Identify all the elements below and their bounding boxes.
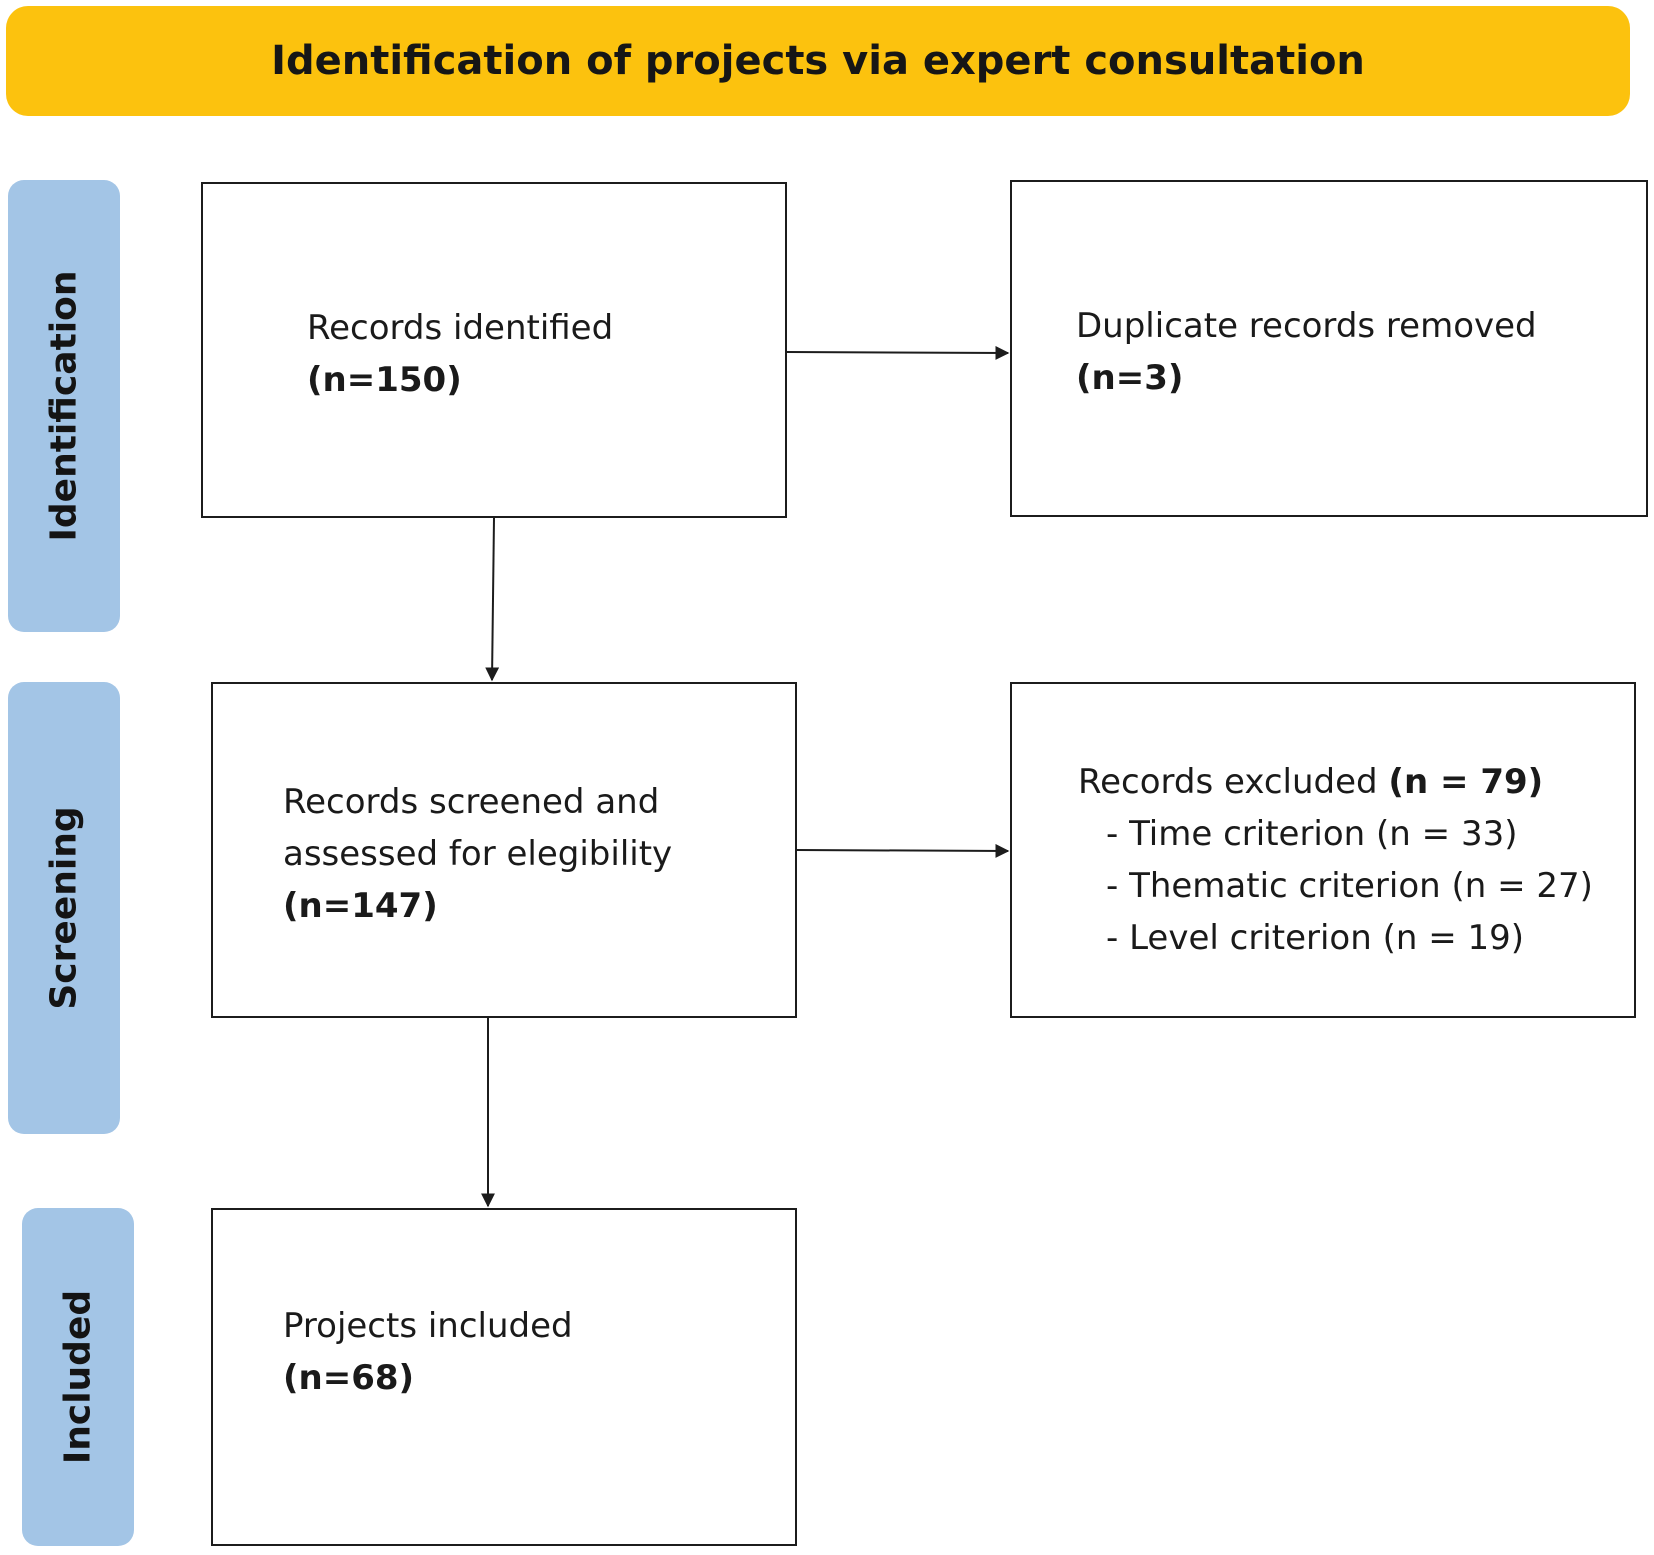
records-screened-count: (n=147) <box>283 886 438 926</box>
diagram-title: Identification of projects via expert co… <box>271 38 1365 84</box>
records-identified-label: Records identified <box>307 308 614 348</box>
records-identified-count: (n=150) <box>307 360 462 400</box>
exclusion-reason-time: - Time criterion (n = 33) <box>1106 814 1518 854</box>
records-screened-label-line1: Records screened and <box>283 782 660 822</box>
duplicates-removed-count: (n=3) <box>1076 358 1184 398</box>
records-excluded-box: Records excluded (n = 79) - Time criteri… <box>1010 682 1636 1018</box>
projects-included-box: Projects included (n=68) <box>211 1208 797 1546</box>
phase-identification: Identification <box>8 180 120 632</box>
arrow-screened-to-excluded <box>796 843 1010 858</box>
records-screened-label-line2: assessed for elegibility <box>283 834 673 874</box>
duplicates-removed-label: Duplicate records removed <box>1076 306 1537 346</box>
exclusion-reason-level: - Level criterion (n = 19) <box>1106 918 1525 958</box>
projects-included-count: (n=68) <box>283 1358 415 1398</box>
arrow-identified-to-duplicates <box>786 345 1010 360</box>
records-excluded-heading: Records excluded (n = 79) <box>1078 756 1634 808</box>
phase-screening: Screening <box>8 682 120 1134</box>
records-screened-box: Records screened and assessed for elegib… <box>211 682 797 1018</box>
projects-included-label: Projects included <box>283 1306 573 1346</box>
phase-included: Included <box>22 1208 134 1546</box>
title-banner: Identification of projects via expert co… <box>6 6 1630 116</box>
records-identified-box: Records identified (n=150) <box>201 182 787 518</box>
exclusion-reason-thematic: - Thematic criterion (n = 27) <box>1106 866 1593 906</box>
duplicates-removed-box: Duplicate records removed (n=3) <box>1010 180 1648 517</box>
arrow-identified-to-screened <box>485 517 500 682</box>
records-excluded-count: (n = 79) <box>1388 762 1544 802</box>
records-excluded-label: Records excluded <box>1078 762 1378 802</box>
